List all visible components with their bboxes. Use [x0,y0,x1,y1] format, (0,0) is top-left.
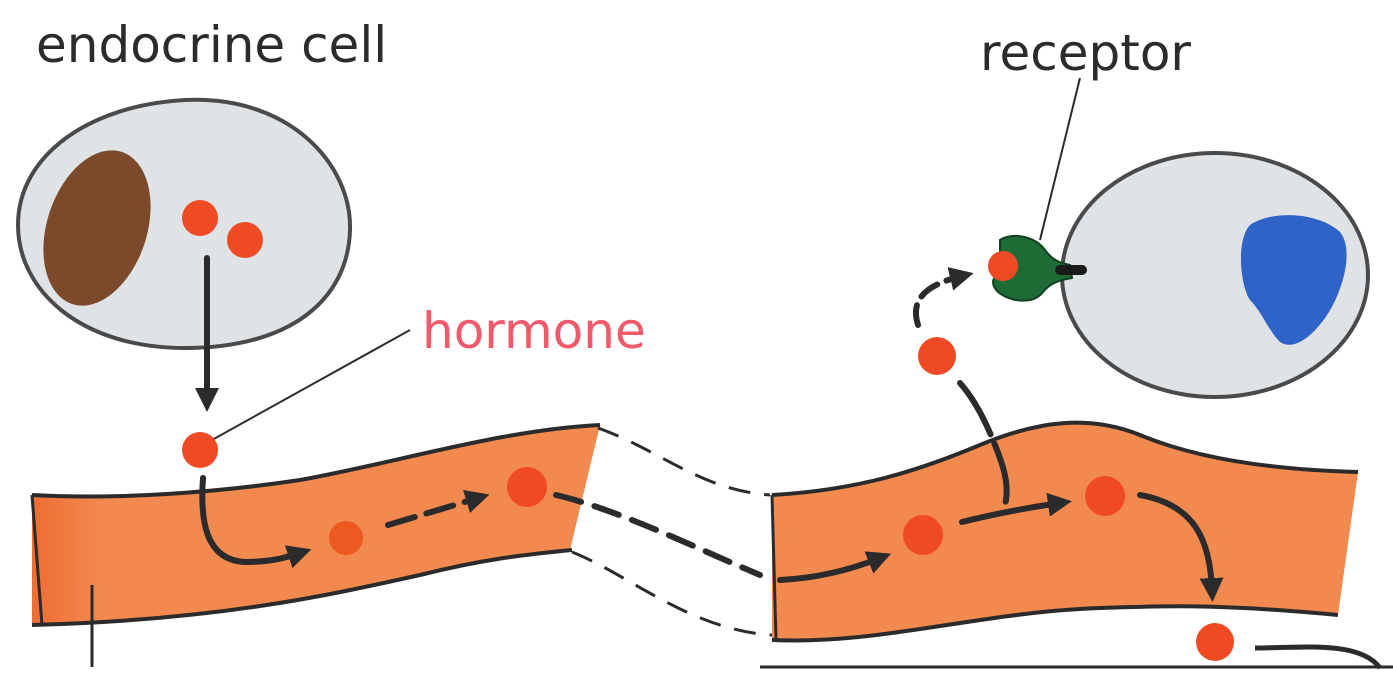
receptor-label: receptor [980,24,1191,82]
bound-hormone [988,251,1018,281]
hormone-granule [182,200,218,236]
hormone-pointer-line [212,330,410,440]
hormone-molecule [1085,476,1125,516]
vessel-gap-dashed [598,428,770,495]
hormone-granule [227,222,263,258]
target-cell [1062,153,1368,397]
hormone-molecule [507,467,547,507]
hormone-label: hormone [422,302,646,360]
vessel-gap-dashed [572,552,772,635]
hormone-molecule [918,337,956,375]
endocrine-cell [18,100,350,348]
hormone-molecule [329,521,363,555]
hormone-molecule [903,515,943,555]
binding-arrow [916,276,962,325]
hormone-molecule [1196,623,1234,661]
exit-path-line [1255,647,1380,668]
receptor-pointer-line [1040,78,1080,240]
flow-arrow-dashed [556,495,760,575]
hormone-molecule [182,432,218,468]
endocrine-cell-label: endocrine cell [36,16,387,74]
